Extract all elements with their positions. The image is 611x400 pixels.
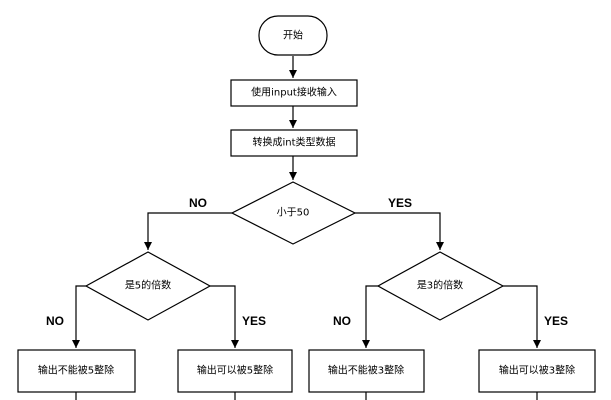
output-not-divisible-by-5-label: 输出不能被5整除: [38, 364, 114, 377]
start-node-label: 开始: [283, 29, 303, 42]
multiple-of-5-decision: 是5的倍数: [84, 251, 212, 321]
branch-label-no-top: NO: [189, 196, 207, 210]
less-than-50-decision: 小于50: [230, 181, 357, 245]
output-divisible-by-3: 输出可以被3整除: [478, 349, 596, 393]
edge-lt50-yes: [355, 212, 444, 250]
output-divisible-by-3-label: 输出可以被3整除: [499, 364, 575, 377]
multiple-of-3-decision: 是3的倍数: [376, 251, 505, 321]
branch-label-yes-left: YES: [242, 314, 266, 328]
output-not-divisible-by-3: 输出不能被3整除: [308, 349, 425, 393]
start-node: 开始: [258, 15, 328, 56]
read-input-node-label: 使用input接收输入: [251, 86, 337, 99]
convert-int-node-label: 转换成int类型数据: [252, 136, 335, 149]
output-divisible-by-5: 输出可以被5整除: [177, 349, 293, 393]
edge-mult5-no: [72, 285, 86, 348]
convert-int-node: 转换成int类型数据: [230, 129, 358, 157]
output-not-divisible-by-3-label: 输出不能被3整除: [328, 364, 404, 377]
edge-lt50-no: [144, 212, 232, 250]
flowchart-edges: [72, 56, 541, 400]
multiple-of-5-label: 是5的倍数: [125, 279, 171, 292]
branch-label-yes-top: YES: [388, 196, 412, 210]
branch-label-no-left: NO: [46, 314, 64, 328]
edge-mult3-no: [362, 285, 378, 348]
less-than-50-label: 小于50: [277, 207, 310, 219]
branch-label-yes-right: YES: [544, 314, 568, 328]
branch-label-no-right: NO: [333, 314, 351, 328]
output-divisible-by-5-label: 输出可以被5整除: [197, 364, 273, 377]
edge-mult3-yes: [503, 285, 541, 348]
read-input-node: 使用input接收输入: [230, 79, 358, 107]
multiple-of-3-label: 是3的倍数: [417, 279, 463, 292]
output-not-divisible-by-5: 输出不能被5整除: [17, 349, 136, 393]
edge-mult5-yes: [210, 285, 239, 348]
